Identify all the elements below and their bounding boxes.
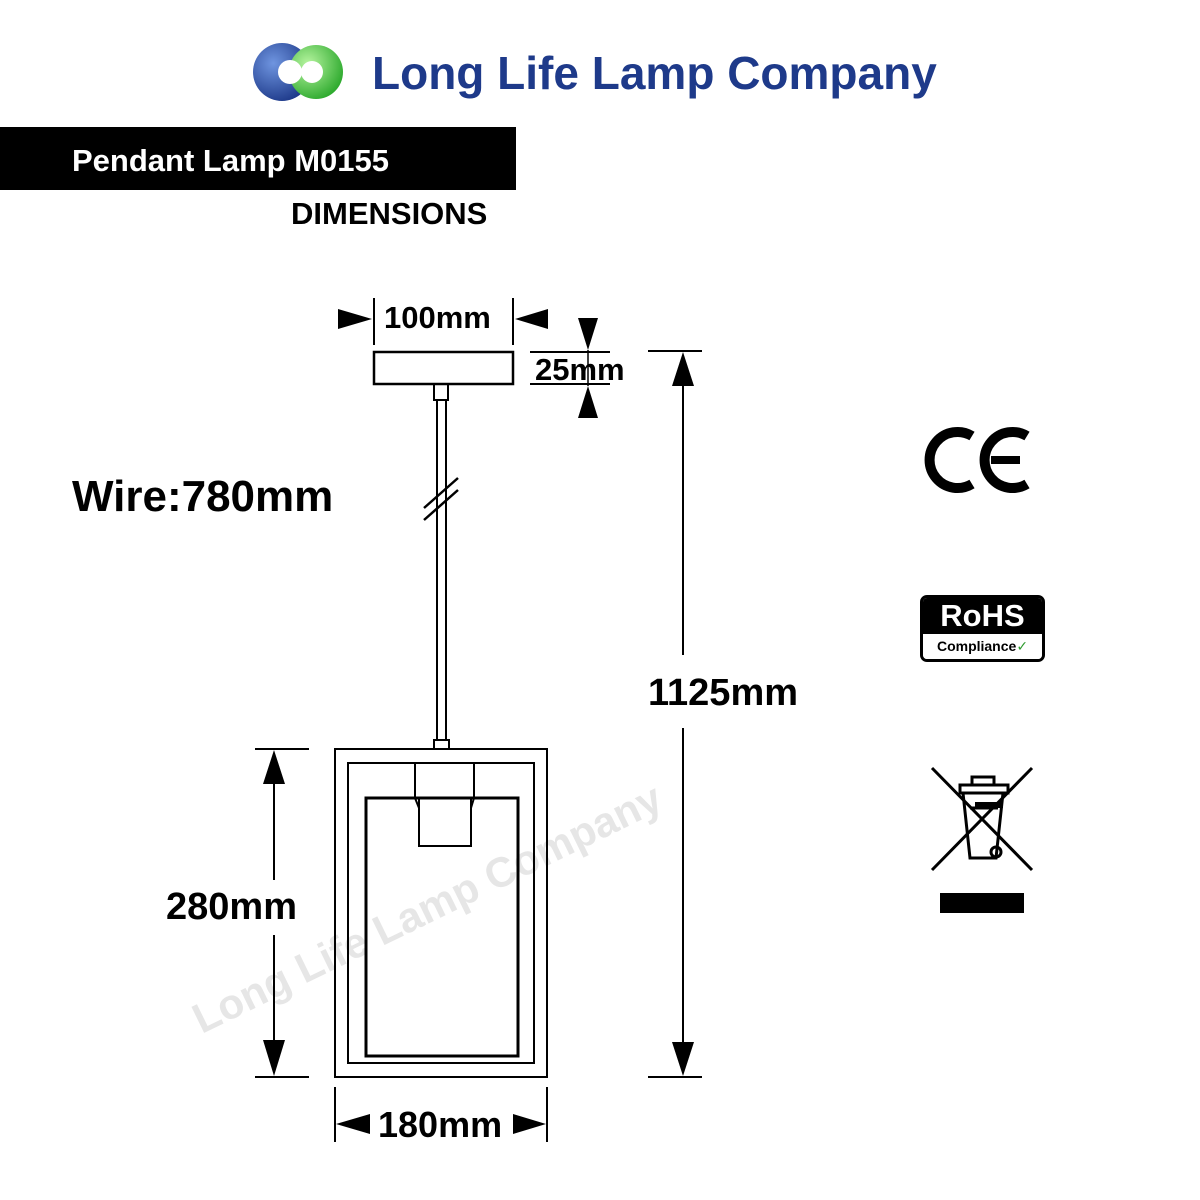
weee-bar: [940, 893, 1024, 913]
rohs-title: RoHS: [923, 598, 1042, 634]
rohs-caption-row: Compliance✓: [923, 634, 1042, 659]
company-name: Long Life Lamp Company: [372, 47, 937, 99]
rohs-caption: Compliance: [936, 638, 1017, 654]
lamp-socket: [418, 797, 472, 847]
lamp-holder: [414, 762, 475, 799]
section-subtitle: DIMENSIONS: [291, 196, 488, 231]
dimension-shade-height: 280mm: [166, 886, 297, 928]
wire-break-mark: [423, 477, 459, 521]
product-title: Pendant Lamp M0155: [72, 143, 389, 178]
dimension-wire-length: Wire:780mm: [72, 472, 334, 521]
dimension-shade-width: 180mm: [378, 1104, 503, 1145]
dimension-canopy-height: 25mm: [535, 352, 625, 387]
canopy: [372, 350, 515, 386]
check-icon: ✓: [1016, 638, 1029, 654]
rohs-badge-icon: RoHS Compliance✓: [920, 595, 1045, 662]
dimension-canopy-width: 100mm: [384, 300, 491, 335]
stem-connector: [433, 383, 449, 401]
title-bar: [0, 127, 516, 190]
dimension-total-height: 1125mm: [648, 672, 799, 714]
